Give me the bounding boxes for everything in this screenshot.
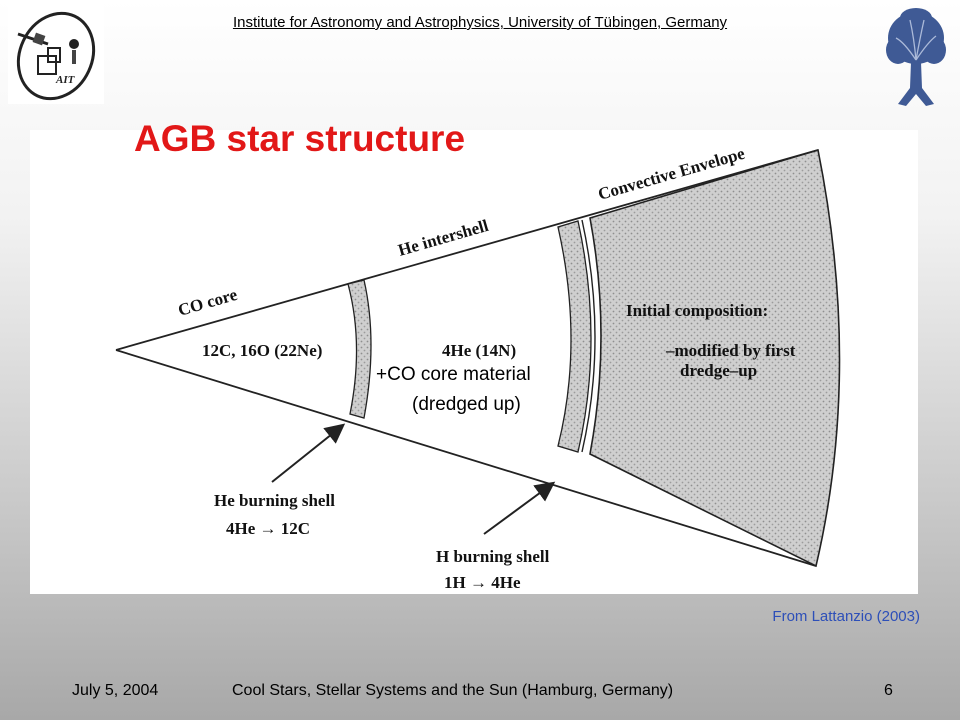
he-burning-shell-band	[347, 279, 372, 419]
envelope-heading: Initial composition:	[626, 301, 768, 320]
envelope-note-line2: dredge–up	[680, 361, 757, 380]
diagram-panel: CO core He intershell Convective Envelop…	[30, 130, 918, 594]
he-burning-reaction: 4He → 12C	[226, 519, 310, 538]
he-intershell-label: He intershell	[396, 216, 491, 260]
he-burning-shell-label: He burning shell	[214, 491, 335, 510]
footer-date: July 5, 2004	[72, 682, 159, 699]
envelope-boundary-line	[581, 219, 596, 453]
intershell-composition: 4He (14N)	[442, 341, 516, 360]
institute-header: Institute for Astronomy and Astrophysics…	[232, 14, 728, 31]
ait-logo: AIT	[8, 4, 104, 104]
cone-upper-edge	[115, 149, 819, 351]
slide-title: AGB star structure	[134, 118, 466, 159]
he-shell-arrow	[271, 423, 346, 483]
dredge-overlay-line1: +CO core material	[376, 364, 531, 385]
footer-page-number: 6	[884, 682, 893, 699]
envelope-note-line1: –modified by first	[665, 341, 796, 360]
core-composition: 12C, 16O (22Ne)	[202, 341, 322, 360]
co-core-label: CO core	[176, 285, 240, 320]
dredge-overlay-line2: (dredged up)	[412, 394, 521, 415]
agb-structure-diagram: CO core He intershell Convective Envelop…	[115, 144, 841, 592]
h-shell-arrow	[483, 481, 556, 535]
footer-conference: Cool Stars, Stellar Systems and the Sun …	[232, 682, 674, 699]
tree-logo	[886, 8, 946, 106]
ait-logo-text: AIT	[55, 74, 76, 86]
h-burning-shell-label: H burning shell	[436, 547, 550, 566]
cone-lower-edge	[115, 349, 817, 567]
h-burning-reaction: 1H → 4He	[444, 573, 521, 592]
h-burning-shell-band	[557, 220, 592, 453]
convective-envelope-region	[589, 148, 841, 568]
figure-credit: From Lattanzio (2003)	[772, 608, 920, 625]
